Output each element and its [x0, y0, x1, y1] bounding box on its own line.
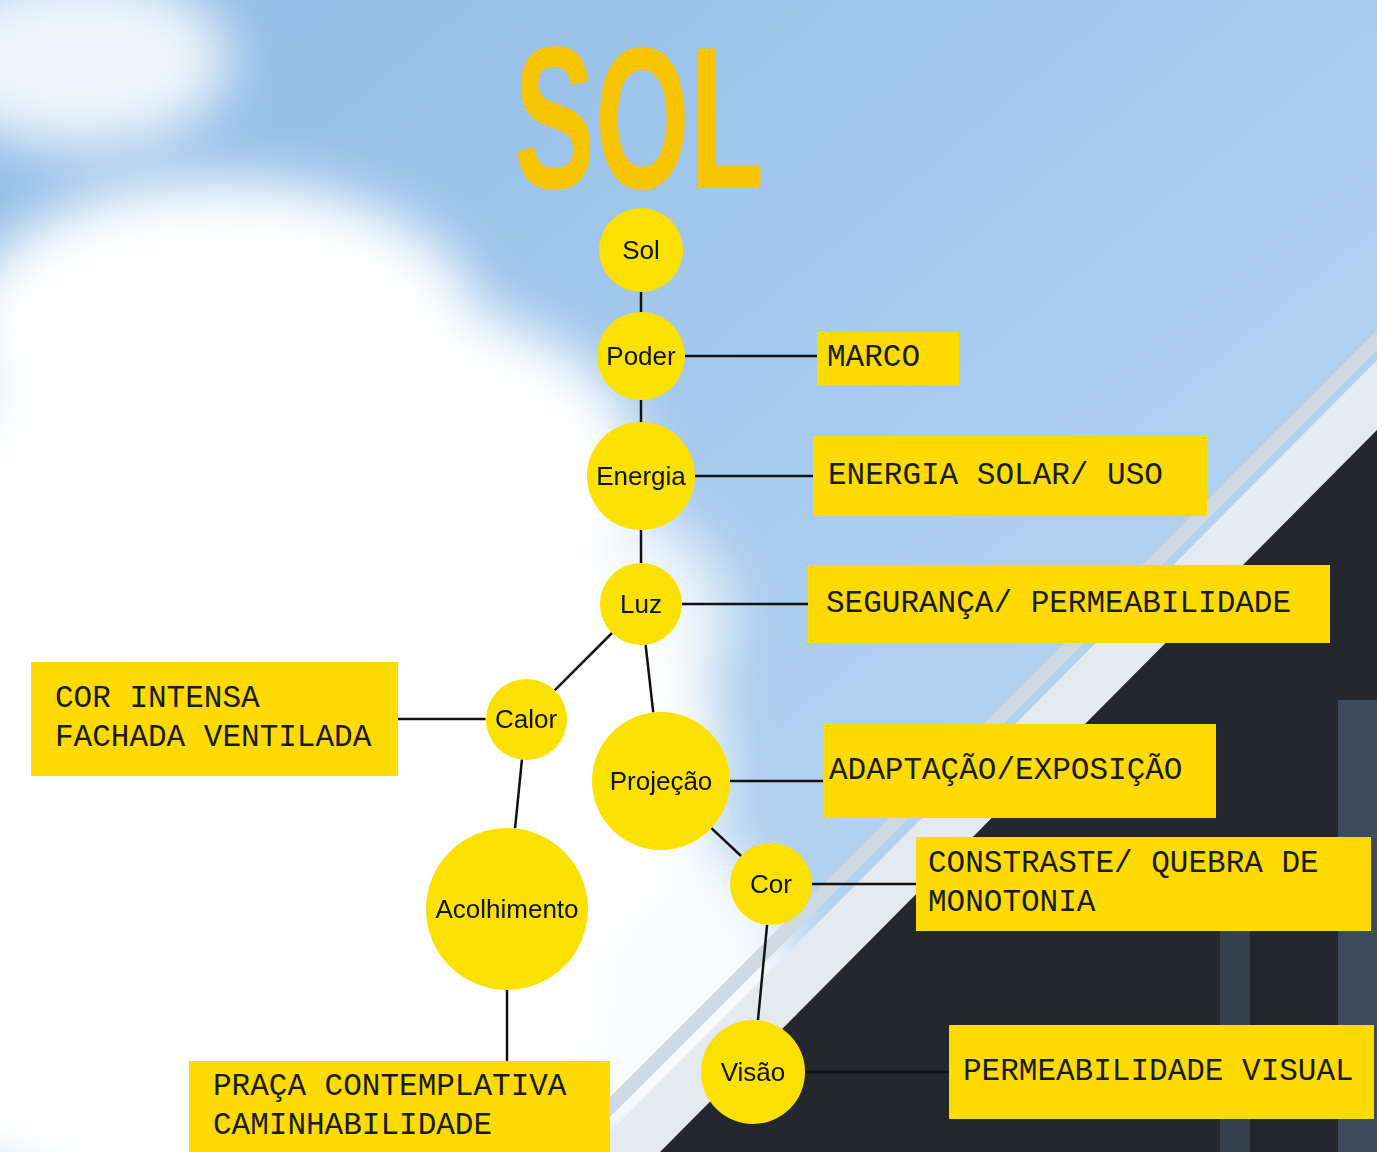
connector	[640, 292, 643, 312]
concept-box: COR INTENSA FACHADA VENTILADA	[31, 662, 398, 776]
concept-circle: Visão	[701, 1020, 805, 1124]
connector	[682, 603, 808, 606]
node-text: ADAPTAÇÃO/EXPOSIÇÃO	[829, 752, 1182, 791]
concept-circle: Projeção	[592, 712, 730, 850]
circle-fill	[701, 1020, 805, 1124]
node-text: Visão	[721, 1058, 786, 1087]
node-text: PRAÇA CONTEMPLATIVA CAMINHABILIDADE	[213, 1068, 586, 1146]
node-text: ENERGIA SOLAR/ USO	[828, 457, 1163, 496]
connector	[640, 400, 643, 422]
connector	[515, 759, 522, 828]
connector	[685, 355, 817, 358]
connector	[646, 645, 654, 713]
node-text: Cor	[750, 870, 792, 899]
connector	[711, 828, 741, 856]
circle-fill	[597, 312, 685, 400]
node-text: PERMEABILIDADE VISUAL	[963, 1053, 1354, 1092]
node-text: Poder	[606, 342, 675, 371]
node-text: MARCO	[827, 339, 920, 378]
concept-circle: Energia	[587, 422, 695, 530]
connector	[640, 530, 643, 563]
connector	[695, 475, 813, 478]
circle-fill	[600, 563, 682, 645]
node-text: SEGURANÇA/ PERMEABILIDADE	[826, 585, 1291, 624]
connector	[730, 780, 823, 783]
concept-circle: Sol	[599, 208, 683, 292]
node-text: Acolhimento	[435, 895, 578, 924]
concept-box: MARCO	[817, 332, 959, 385]
connector	[555, 633, 612, 690]
concept-box: SEGURANÇA/ PERMEABILIDADE	[808, 565, 1330, 643]
concept-circle: Calor	[486, 679, 567, 760]
circle-fill	[592, 712, 730, 850]
diagram-title: SOL	[489, 16, 789, 219]
node-text: Energia	[596, 462, 686, 491]
connector	[812, 883, 916, 886]
connector	[398, 718, 486, 721]
building	[555, 330, 1377, 1152]
concept-box: ADAPTAÇÃO/EXPOSIÇÃO	[823, 724, 1216, 818]
concept-circle: Cor	[730, 843, 812, 925]
concept-box: CONSTRASTE/ QUEBRA DE MONOTONIA	[916, 837, 1371, 931]
connector	[758, 925, 767, 1020]
node-text: CONSTRASTE/ QUEBRA DE MONOTONIA	[928, 845, 1359, 923]
clouds	[0, 0, 800, 1152]
circle-fill	[587, 422, 695, 530]
node-text: COR INTENSA FACHADA VENTILADA	[55, 680, 374, 758]
concept-box: PRAÇA CONTEMPLATIVA CAMINHABILIDADE	[189, 1061, 610, 1152]
node-text: Sol	[622, 236, 660, 265]
concept-circle: Luz	[600, 563, 682, 645]
concept-box: ENERGIA SOLAR/ USO	[813, 436, 1207, 516]
circle-fill	[486, 679, 567, 760]
node-text: Luz	[620, 590, 662, 619]
connector	[805, 1071, 949, 1074]
circle-fill	[730, 843, 812, 925]
concept-circle: Poder	[597, 312, 685, 400]
circle-fill	[426, 828, 588, 990]
concept-circle: Acolhimento	[426, 828, 588, 990]
concept-box: PERMEABILIDADE VISUAL	[949, 1025, 1374, 1119]
node-text: Calor	[495, 705, 557, 734]
circle-fill	[599, 208, 683, 292]
node-text: Projeção	[610, 767, 713, 796]
connector	[506, 990, 509, 1061]
